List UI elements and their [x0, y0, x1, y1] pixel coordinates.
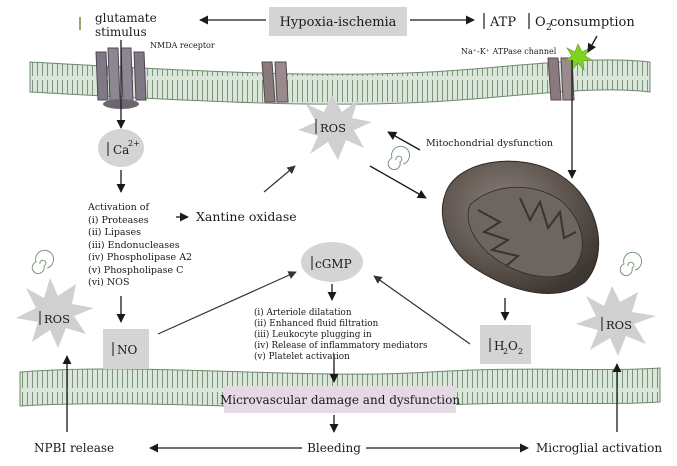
- h2o2-h: H: [494, 339, 504, 353]
- no-box: NO: [103, 329, 149, 369]
- no-label: NO: [117, 343, 138, 357]
- atpase-channel-icon: [547, 57, 575, 101]
- consumption-text: consumption: [550, 15, 635, 30]
- arrow-to-atpase: [587, 35, 598, 53]
- cgmp-label: cGMP: [315, 257, 352, 271]
- microglial-label: Microglial activation: [536, 441, 662, 455]
- npbi-label: NPBI release: [34, 441, 114, 455]
- arrow-no-to-cgmp: [157, 271, 297, 335]
- nmda-label: NMDA receptor: [150, 41, 215, 50]
- activation-list: Activation of (i) Proteases(ii) Lipases(…: [88, 202, 192, 290]
- o2-text: O: [535, 15, 546, 30]
- top-membrane: [29, 59, 651, 105]
- ros-right-burst: ROS: [576, 286, 656, 356]
- hypoxia-ischemia-box: Hypoxia-ischemia: [269, 7, 407, 36]
- microvascular-box: Microvascular damage and dysfunction: [220, 386, 460, 413]
- ca-superscript: 2+: [128, 139, 140, 148]
- nmda-receptor-icon: [95, 47, 147, 109]
- activation-items: (i) Proteases(ii) Lipases(iii) Endonucle…: [88, 215, 192, 290]
- arrow-h2o2-to-cgmp: [373, 275, 471, 345]
- glutamate-line2: stimulus: [95, 25, 147, 39]
- activation-item: (v) Phospholipase C: [88, 264, 184, 276]
- hypoxia-ischemia-label: Hypoxia-ischemia: [280, 15, 397, 30]
- activation-item: (vi) NOS: [88, 277, 130, 288]
- activation-title: Activation of: [88, 202, 150, 213]
- effects-items: (i) Arteriole dilatation(ii) Enhanced fl…: [254, 308, 428, 363]
- glutamate-line1: glutamate: [95, 11, 157, 25]
- atp-text: ATP: [489, 15, 516, 30]
- bleeding-label: Bleeding: [307, 441, 361, 455]
- spiral-icon: [387, 145, 411, 170]
- glutamate-stimulus: glutamate stimulus: [79, 11, 157, 39]
- mito-label: Mitochondrial dysfunction: [426, 138, 553, 149]
- ros-left-label: ROS: [44, 312, 70, 326]
- activation-item: (iv) Phospholipase A2: [88, 252, 193, 263]
- h2o2-sub2: 2: [518, 347, 523, 356]
- xantine-oxidase-label: Xantine oxidase: [196, 209, 297, 224]
- mitochondrion-icon: [442, 160, 600, 294]
- ros-left-burst: ROS: [16, 278, 94, 348]
- spiral-icon: [619, 251, 643, 276]
- ros-top-label: ROS: [320, 121, 346, 135]
- effect-item: (iii) Leukocyte plugging in: [254, 330, 372, 340]
- cgmp-node: cGMP: [301, 242, 363, 282]
- h2o2-box: H 2 O 2: [480, 325, 531, 364]
- activation-item: (i) Proteases: [88, 214, 149, 226]
- ion-channel-icon: [261, 61, 289, 103]
- activation-item: (ii) Lipases: [88, 227, 141, 238]
- atpase-label: Na⁺-K⁺ ATPase channel: [461, 47, 557, 56]
- calcium-node: Ca 2+: [98, 129, 144, 167]
- effects-list: (i) Arteriole dilatation(ii) Enhanced fl…: [254, 308, 428, 363]
- atp-o2-label: ATP O 2 consumption: [483, 13, 635, 33]
- ros-top-burst: ROS: [298, 95, 372, 160]
- activation-item: (iii) Endonucleases: [88, 239, 180, 251]
- effect-item: (ii) Enhanced fluid filtration: [254, 319, 379, 329]
- microvascular-label: Microvascular damage and dysfunction: [220, 393, 460, 407]
- h2o2-sub1: 2: [503, 347, 508, 356]
- ros-right-label: ROS: [606, 318, 632, 332]
- arrow-xantine-to-ros: [263, 165, 296, 193]
- spiral-icon: [31, 249, 55, 274]
- effect-item: (i) Arteriole dilatation: [254, 308, 352, 318]
- o2-subscript: 2: [546, 23, 552, 33]
- effect-item: (v) Platelet activation: [254, 352, 350, 362]
- arrow-ros-to-mito: [369, 165, 427, 199]
- arrow-mito-to-ros: [387, 131, 421, 151]
- effect-item: (iv) Release of inflammatory mediators: [254, 341, 428, 351]
- ca-text: Ca: [113, 143, 129, 157]
- h2o2-o: O: [508, 339, 518, 353]
